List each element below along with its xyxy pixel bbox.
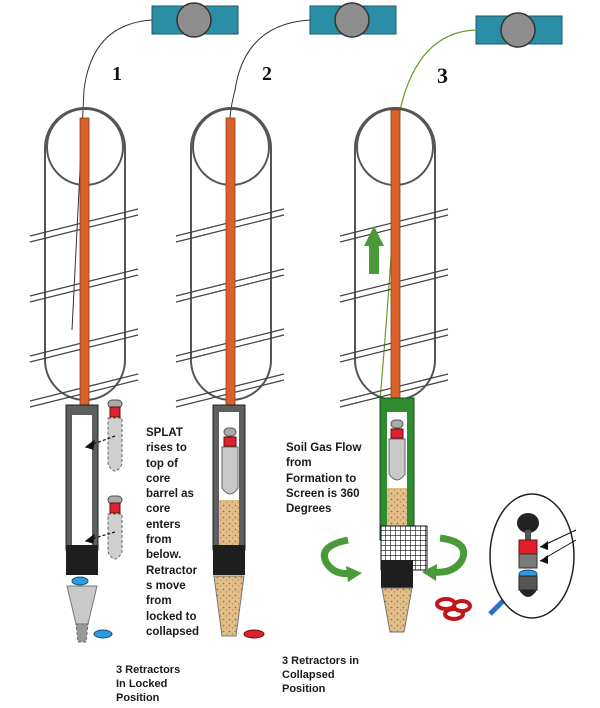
annotation-line: top of — [146, 457, 178, 470]
core-barrel-1 — [65, 404, 99, 643]
annotation-line: below. — [146, 549, 182, 562]
annotation-line: Soil Gas Flow — [286, 442, 362, 454]
annotation-line: collapsed — [146, 625, 200, 638]
retractor-detail-view — [489, 493, 577, 619]
annotation-line: from — [286, 457, 312, 470]
annotation-line: core — [146, 503, 171, 516]
sample-rod-1 — [79, 117, 90, 409]
retractors-collapsed-3 — [435, 597, 472, 621]
annotation-line: Collapsed — [282, 669, 335, 681]
core-barrel-3 — [379, 397, 428, 633]
annotation-line: rises to — [146, 442, 187, 455]
flow-arrow-left — [320, 536, 362, 582]
blue-seal-loose-1 — [93, 629, 113, 639]
flow-arrow-right — [422, 534, 468, 581]
annotation-line: In Locked — [116, 678, 168, 690]
annotation-line: 3 Retractors in — [282, 655, 360, 667]
stage-2 — [175, 2, 397, 639]
annotation-line: Degrees — [286, 503, 332, 516]
annotation-line: Position — [282, 683, 326, 695]
sample-rod-2 — [225, 117, 236, 411]
tubing-1 — [71, 19, 153, 331]
annotation-line: from — [146, 534, 172, 547]
retractor-locked-1 — [107, 399, 123, 472]
pointer-arrows-1 — [84, 435, 116, 544]
annotation-line: from — [146, 595, 172, 608]
annotation-line: Retractor — [146, 564, 198, 577]
annotation-line: enters — [146, 518, 181, 531]
annotation-line: 3 Retractors — [116, 664, 181, 676]
annotation-line: s move — [146, 579, 186, 592]
annotation-line: Formation to — [286, 472, 357, 485]
stage-number-2: 2 — [262, 63, 272, 85]
splat-description: SPLAT rises to top of core barrel as core ente… — [146, 426, 199, 640]
annotation-line: Screen is 360 — [286, 487, 360, 500]
stage-3 — [320, 12, 577, 633]
annotation-line: SPLAT — [146, 427, 183, 439]
valve-1 — [151, 2, 239, 38]
annotation-line: core — [146, 472, 171, 485]
annotation-line: locked to — [146, 610, 197, 623]
stage-number-1: 1 — [112, 63, 122, 85]
sample-rod-3 — [390, 109, 401, 406]
stage-1 — [29, 2, 239, 643]
green-flow-arrow-up — [364, 226, 384, 274]
retractor-locked-2 — [107, 495, 123, 560]
core-barrel-2 — [212, 404, 246, 637]
annotation-line: Position — [116, 692, 160, 704]
valve-2 — [309, 2, 397, 38]
stage-number-3: 3 — [437, 63, 448, 88]
annotation-line: barrel as — [146, 488, 194, 501]
red-seal-loose-2 — [243, 629, 265, 639]
valve-3 — [475, 12, 563, 48]
tubing-2 — [229, 19, 311, 121]
